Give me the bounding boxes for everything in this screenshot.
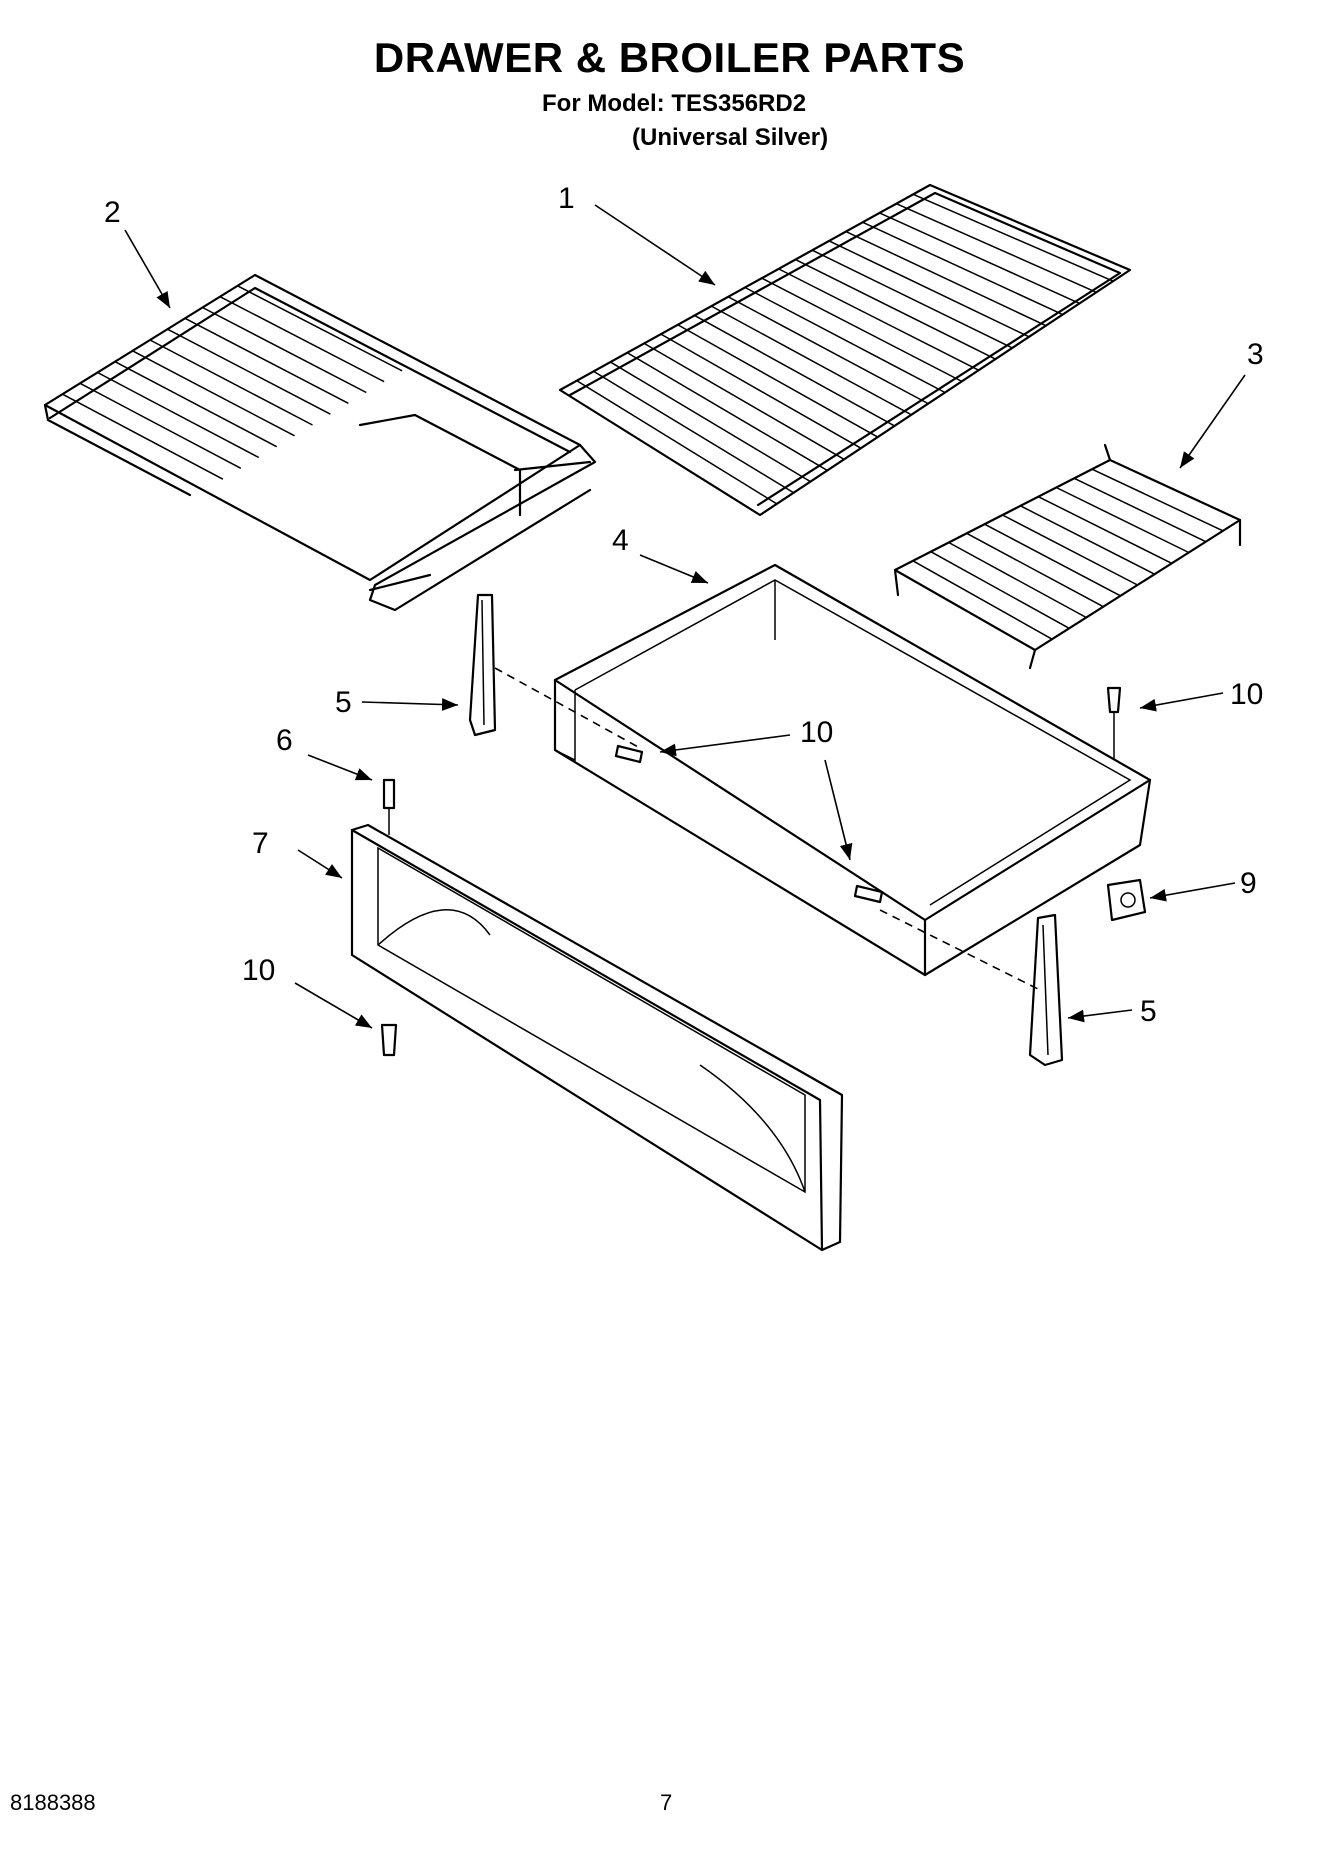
rack-bar bbox=[1002, 514, 1138, 586]
rack-bar bbox=[862, 221, 1064, 316]
rack-bar bbox=[149, 339, 313, 426]
screw-part-10c bbox=[1106, 686, 1122, 760]
callout-6: 6 bbox=[276, 724, 293, 757]
stud-part-6 bbox=[382, 778, 396, 835]
rack-bar bbox=[879, 212, 1080, 305]
callout-4: 4 bbox=[612, 524, 629, 557]
rack-bar bbox=[694, 314, 895, 427]
rack-bar bbox=[79, 382, 242, 469]
rack-bar bbox=[744, 286, 946, 394]
rack-bar bbox=[984, 523, 1121, 597]
rack-bar bbox=[610, 361, 811, 483]
callout-2: 2 bbox=[104, 196, 121, 229]
leader-lines bbox=[124, 204, 1246, 1029]
callout-3: 3 bbox=[1247, 338, 1264, 371]
callout-7: 7 bbox=[252, 827, 269, 860]
rack-bar bbox=[966, 532, 1104, 608]
clip-part-9 bbox=[1106, 878, 1147, 922]
rack-bar bbox=[626, 352, 828, 472]
oven-rack-part-1 bbox=[558, 183, 1132, 517]
rack-bar bbox=[219, 296, 385, 383]
rack-bar bbox=[660, 333, 862, 449]
model-line: For Model: TES356RD2 bbox=[542, 90, 807, 117]
rack-bar bbox=[184, 317, 349, 404]
callout-10c: 10 bbox=[242, 954, 275, 987]
color-line: (Universal Silver) bbox=[632, 124, 829, 151]
screw-part-10a bbox=[614, 744, 644, 764]
rack-bar bbox=[912, 193, 1114, 282]
rack-bar bbox=[202, 306, 367, 394]
broiler-rack-part-3 bbox=[893, 443, 1242, 670]
rack-bar bbox=[711, 305, 912, 416]
rack-bar bbox=[62, 393, 224, 480]
rack-bar bbox=[795, 258, 996, 360]
callout-9: 9 bbox=[1240, 867, 1257, 900]
rack-bar bbox=[948, 541, 1087, 619]
rack-bar bbox=[727, 296, 929, 405]
drawer-slide-part-5a bbox=[468, 593, 497, 737]
rack-bar bbox=[114, 361, 278, 448]
rack-bar bbox=[1055, 486, 1190, 554]
rack-bar bbox=[576, 380, 778, 505]
doc-number: 8188388 bbox=[10, 1790, 96, 1815]
rack-bar bbox=[167, 328, 331, 415]
callout-10a: 10 bbox=[800, 716, 833, 749]
rack-bar bbox=[593, 370, 795, 494]
rack-bar bbox=[761, 277, 963, 383]
screw-part-10d bbox=[380, 1023, 398, 1057]
rack-bar bbox=[97, 371, 260, 459]
rack-bar bbox=[1091, 468, 1224, 532]
rack-bar bbox=[1073, 477, 1207, 543]
drawer-front-part-7 bbox=[350, 823, 844, 1252]
rack-bar bbox=[845, 230, 1047, 327]
rack-bar bbox=[778, 268, 979, 371]
rack-bar bbox=[237, 285, 403, 372]
drawer-slide-part-5b bbox=[1028, 913, 1064, 1067]
screw-part-10b bbox=[853, 884, 884, 904]
callout-5a: 5 bbox=[335, 686, 352, 719]
rack-bar bbox=[1037, 495, 1173, 565]
rack-bar bbox=[930, 551, 1070, 629]
rack-bar bbox=[896, 202, 1097, 293]
callout-5b: 5 bbox=[1140, 995, 1157, 1028]
rack-bar bbox=[811, 249, 1013, 349]
rack-bar bbox=[912, 560, 1053, 640]
page-number: 7 bbox=[660, 1790, 673, 1815]
page-title: DRAWER & BROILER PARTS bbox=[373, 34, 966, 81]
rack-bar bbox=[1020, 505, 1155, 575]
rack-bar bbox=[677, 324, 879, 438]
rack-bar bbox=[643, 342, 845, 460]
rack-bar bbox=[132, 350, 295, 437]
callout-10b: 10 bbox=[1230, 678, 1263, 711]
callout-1: 1 bbox=[558, 182, 575, 215]
rack-bar bbox=[828, 240, 1030, 338]
drawer-box-part-4 bbox=[553, 563, 1152, 977]
slide-rack-part-2 bbox=[43, 273, 597, 612]
